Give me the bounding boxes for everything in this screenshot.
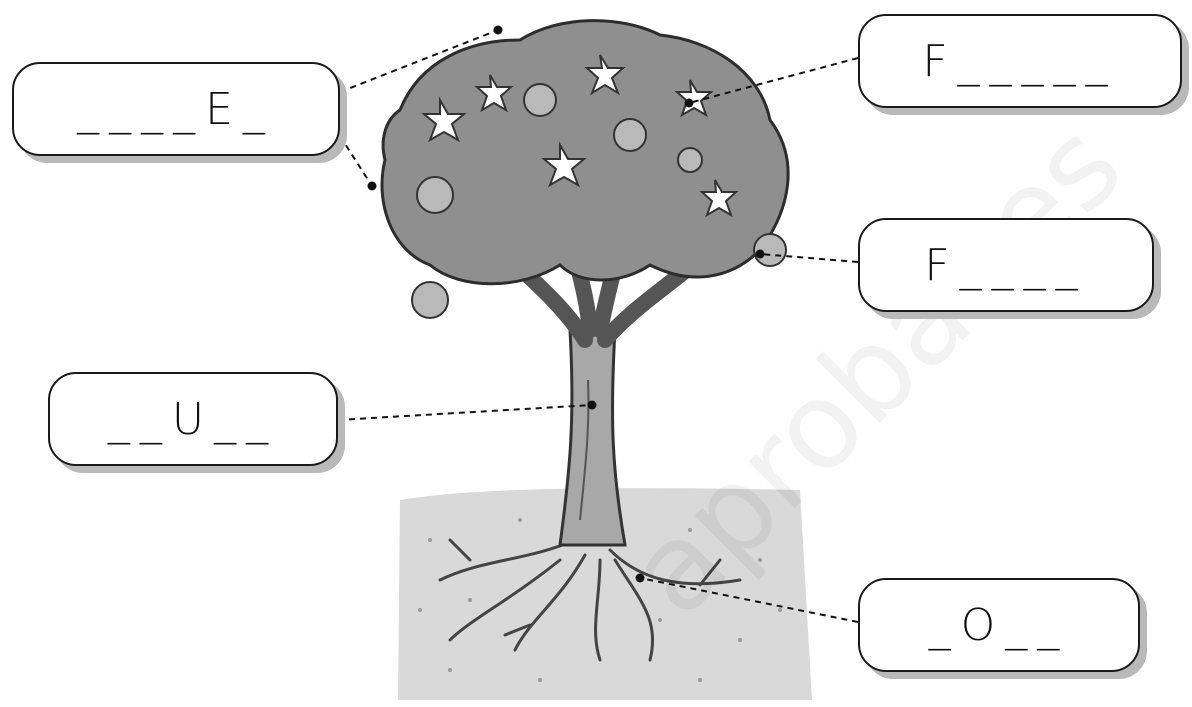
label-fruto-text: F____ — [924, 239, 1088, 291]
label-hojas-text: ____E_ — [77, 83, 275, 135]
leader-lines — [337, 29, 859, 623]
label-box-raices[interactable]: _O__ — [858, 578, 1140, 672]
trunk — [558, 328, 627, 547]
tree-crown — [380, 19, 790, 319]
leader-dots — [367, 25, 765, 583]
label-box-fruto[interactable]: F____ — [858, 218, 1154, 312]
label-tronco-text: __U__ — [107, 393, 279, 445]
ground — [398, 488, 812, 700]
label-raices-text: _O__ — [928, 599, 1070, 651]
label-box-tronco[interactable]: __U__ — [48, 372, 338, 466]
label-box-hojas[interactable]: ____E_ — [12, 62, 340, 156]
label-box-flores[interactable]: F_____ — [858, 14, 1182, 108]
label-flores-text: F_____ — [922, 35, 1118, 87]
